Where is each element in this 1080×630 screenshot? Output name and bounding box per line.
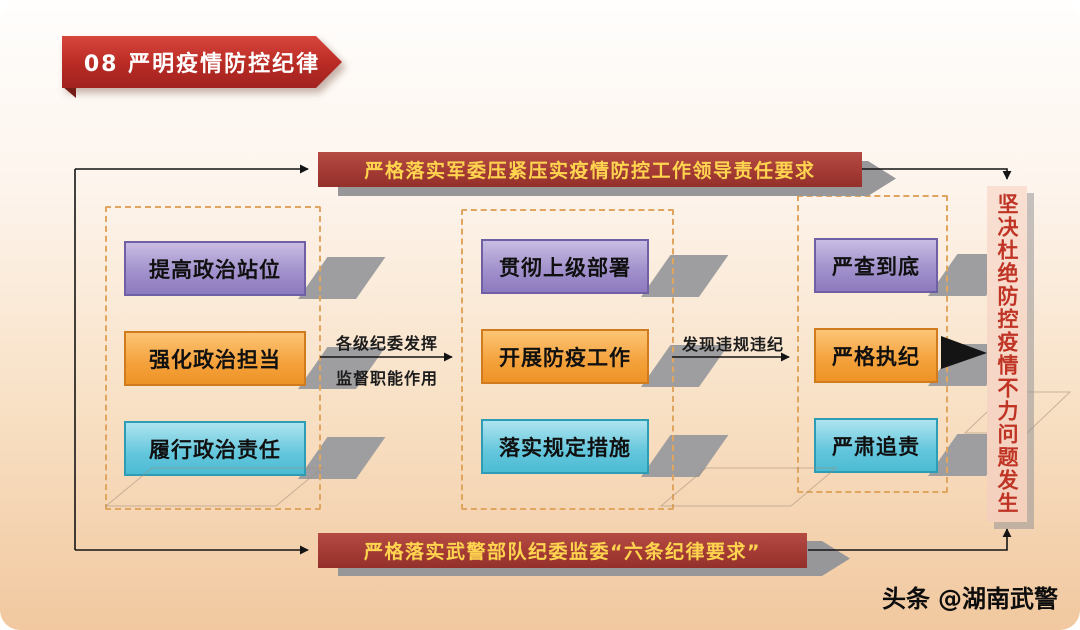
result-box: 坚决杜绝防控疫情不力问题发生 xyxy=(987,186,1027,522)
connector2-label: 发现违规违纪 xyxy=(681,335,784,354)
connector1-label-line1: 各级纪委发挥 xyxy=(335,334,438,353)
node-implement-superior-deployment: 贯彻上级部署 xyxy=(481,239,649,294)
node-fulfill-political-responsibility: 履行政治责任 xyxy=(124,421,306,476)
bottom-banner-text: 严格落实武警部队纪委监委“六条纪律要求” xyxy=(364,541,761,563)
bottom-banner: 严格落实武警部队纪委监委“六条纪律要求” xyxy=(318,533,807,568)
node-implement-prescribed-measures: 落实规定措施 xyxy=(481,419,649,474)
title-text: 08 严明疫情防控纪律 xyxy=(83,52,321,77)
node-raise-political-position: 提高政治站位 xyxy=(124,241,306,296)
top-banner-text: 严格落实军委压紧压实疫情防控工作领导责任要求 xyxy=(364,160,816,182)
watermark: 头条 @湖南武警 xyxy=(882,579,1058,614)
watermark-brand: 头条 xyxy=(882,585,930,613)
group-epidemic-work xyxy=(461,209,674,510)
node-strict-discipline-enforcement: 严格执纪 xyxy=(814,328,938,383)
connector1-label-line2: 监督职能作用 xyxy=(335,369,438,388)
node-strengthen-political-duty: 强化政治担当 xyxy=(124,331,306,386)
group-politics xyxy=(105,206,321,510)
title-ribbon-fold xyxy=(62,86,76,98)
arrow-bottombanner-to-result xyxy=(808,528,1012,551)
title-ribbon: 08 严明疫情防控纪律 xyxy=(62,36,342,88)
node-carry-out-epidemic-prevention: 开展防疫工作 xyxy=(481,329,649,384)
node-investigate-thoroughly: 严查到底 xyxy=(814,238,938,293)
watermark-handle: @湖南武警 xyxy=(938,585,1058,613)
top-banner: 严格落实军委压紧压实疫情防控工作领导责任要求 xyxy=(318,152,862,187)
node-strict-accountability: 严肃追责 xyxy=(814,418,938,473)
